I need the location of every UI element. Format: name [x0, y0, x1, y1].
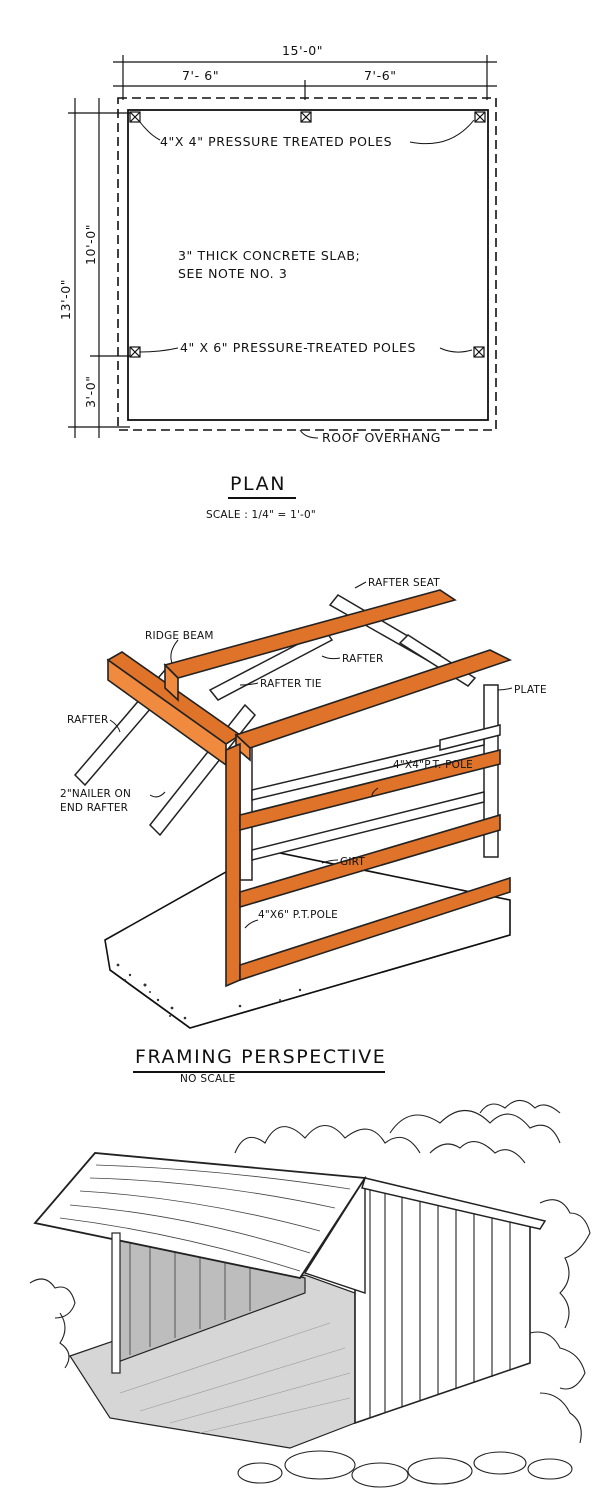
foliage: [29, 1099, 591, 1444]
plan-scale: SCALE : 1/4" = 1'-0": [206, 509, 316, 521]
label-front-pole: 4"X6" P.T.POLE: [258, 909, 338, 921]
orange-framing: [106, 589, 513, 988]
label-rear-pole: 4"X4"P.T. POLE: [393, 759, 473, 771]
plan-title: PLAN: [230, 473, 286, 495]
label-rafter-left: RAFTER: [67, 714, 108, 726]
plan-dimension-lines: [68, 55, 497, 438]
label-girt: GIRT: [340, 856, 365, 868]
label-ridge-beam: RIDGE BEAM: [145, 630, 214, 642]
label-roof-overhang: ROOF OVERHANG: [322, 430, 441, 445]
framing-perspective-drawing: RAFTER SEAT RIDGE BEAM RAFTER RAFTER TIE…: [60, 577, 547, 1073]
label-rafter-seat: RAFTER SEAT: [368, 577, 440, 589]
label-nailer-line1: 2"NAILER ON: [60, 788, 131, 800]
label-nailer-line2: END RAFTER: [60, 802, 128, 814]
label-slab-line1: 3" THICK CONCRETE SLAB;: [178, 248, 360, 263]
white-rafters: [73, 594, 477, 837]
stones: [237, 1450, 573, 1488]
concrete-slab: [104, 849, 511, 1029]
label-rafter-top: RAFTER: [342, 653, 383, 665]
dim-depth-front: 3'-0": [83, 375, 98, 408]
label-rear-poles: 4"X 4" PRESSURE TREATED POLES: [160, 134, 392, 149]
framing-scale: NO SCALE: [180, 1073, 236, 1085]
label-plate: PLATE: [514, 684, 547, 696]
dim-left-half: 7'- 6": [182, 68, 219, 83]
framing-title: FRAMING PERSPECTIVE: [135, 1046, 386, 1068]
slab-outline: [127, 109, 489, 421]
roof-overhang-outline: [117, 97, 497, 431]
dim-total-depth: 13'-0": [58, 279, 73, 320]
dim-right-half: 7'-6": [364, 68, 397, 83]
dim-depth-main: 10'-0": [83, 224, 98, 265]
shed-illustration: [29, 1099, 591, 1488]
dim-overall-width: 15'-0": [282, 43, 323, 58]
label-rafter-tie: RAFTER TIE: [260, 678, 322, 690]
label-slab-line2: SEE NOTE NO. 3: [178, 266, 287, 281]
plan-drawing: 15'-0" 7'- 6" 7'-6" 13'-0" 10'-0" 3'-0" …: [58, 43, 497, 521]
label-front-poles: 4" X 6" PRESSURE-TREATED POLES: [180, 340, 416, 355]
